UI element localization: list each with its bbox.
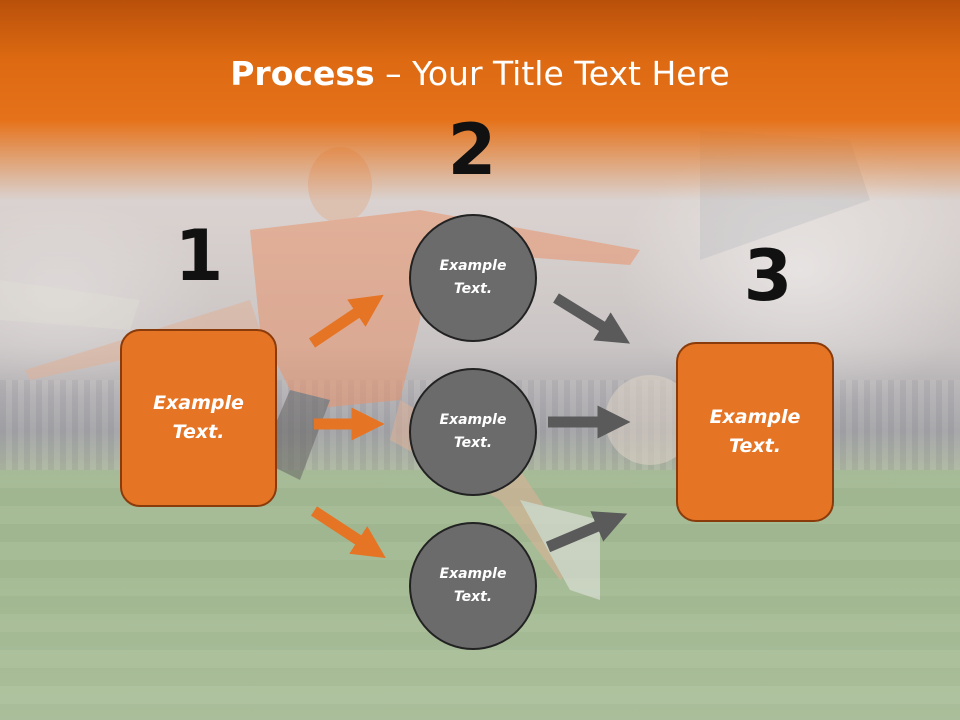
title-bold: Process [230, 54, 375, 93]
process-circle-middle: Example Text. [409, 368, 537, 496]
right-arrow-icon [545, 511, 628, 553]
circle-text: Example Text. [439, 566, 507, 605]
process-circle-bottom: Example Text. [409, 522, 537, 650]
right-arrow-icon [310, 506, 386, 559]
right-arrow-icon [553, 293, 631, 344]
left-box-text: Example Text. [153, 392, 244, 443]
step-number-3: 3 [743, 235, 793, 317]
circle-text: Example Text. [439, 258, 507, 297]
header-band [0, 0, 960, 200]
step-number-2: 2 [447, 109, 497, 191]
step-number-1: 1 [174, 215, 224, 297]
left-process-box: Example Text. [120, 329, 277, 507]
right-arrow-icon [308, 294, 384, 348]
title-rest: – Your Title Text Here [374, 54, 730, 93]
process-circle-top: Example Text. [409, 214, 537, 342]
right-box-text: Example Text. [709, 406, 801, 457]
circle-text: Example Text. [439, 412, 507, 451]
right-process-box: Example Text. [676, 342, 834, 522]
page-title: Process – Your Title Text Here [0, 50, 960, 98]
